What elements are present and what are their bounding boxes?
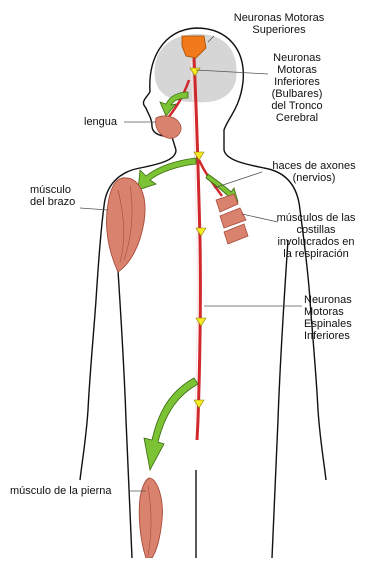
nerve-arrows — [138, 92, 238, 470]
nerve-arrow-leg-icon — [144, 378, 198, 470]
label-upper-motor-neurons: Neuronas Motoras Superiores — [218, 12, 340, 36]
label-leg-muscle: músculo de la pierna — [10, 485, 112, 497]
nerve-arrow-tongue-icon — [160, 92, 188, 116]
signal-arrow-icon — [196, 228, 206, 236]
rib-muscles — [216, 194, 248, 244]
label-lower-bulbar-neurons: Neuronas Motoras Inferiores (Bulbares) d… — [262, 52, 332, 124]
label-axon-bundles: haces de axones (nervios) — [262, 160, 366, 184]
nerve-arrow-arm-icon — [138, 158, 196, 190]
label-rib-muscles: músculos de las costillas involucrados e… — [264, 212, 368, 260]
label-tongue: lengua — [84, 116, 117, 128]
signal-arrows — [190, 68, 206, 408]
label-arm-muscle: músculo del brazo — [30, 184, 75, 208]
arm-muscle — [106, 178, 145, 272]
label-lower-spinal-neurons: Neuronas Motoras Espinales Inferiores — [304, 294, 352, 342]
leg-muscle — [139, 478, 162, 558]
